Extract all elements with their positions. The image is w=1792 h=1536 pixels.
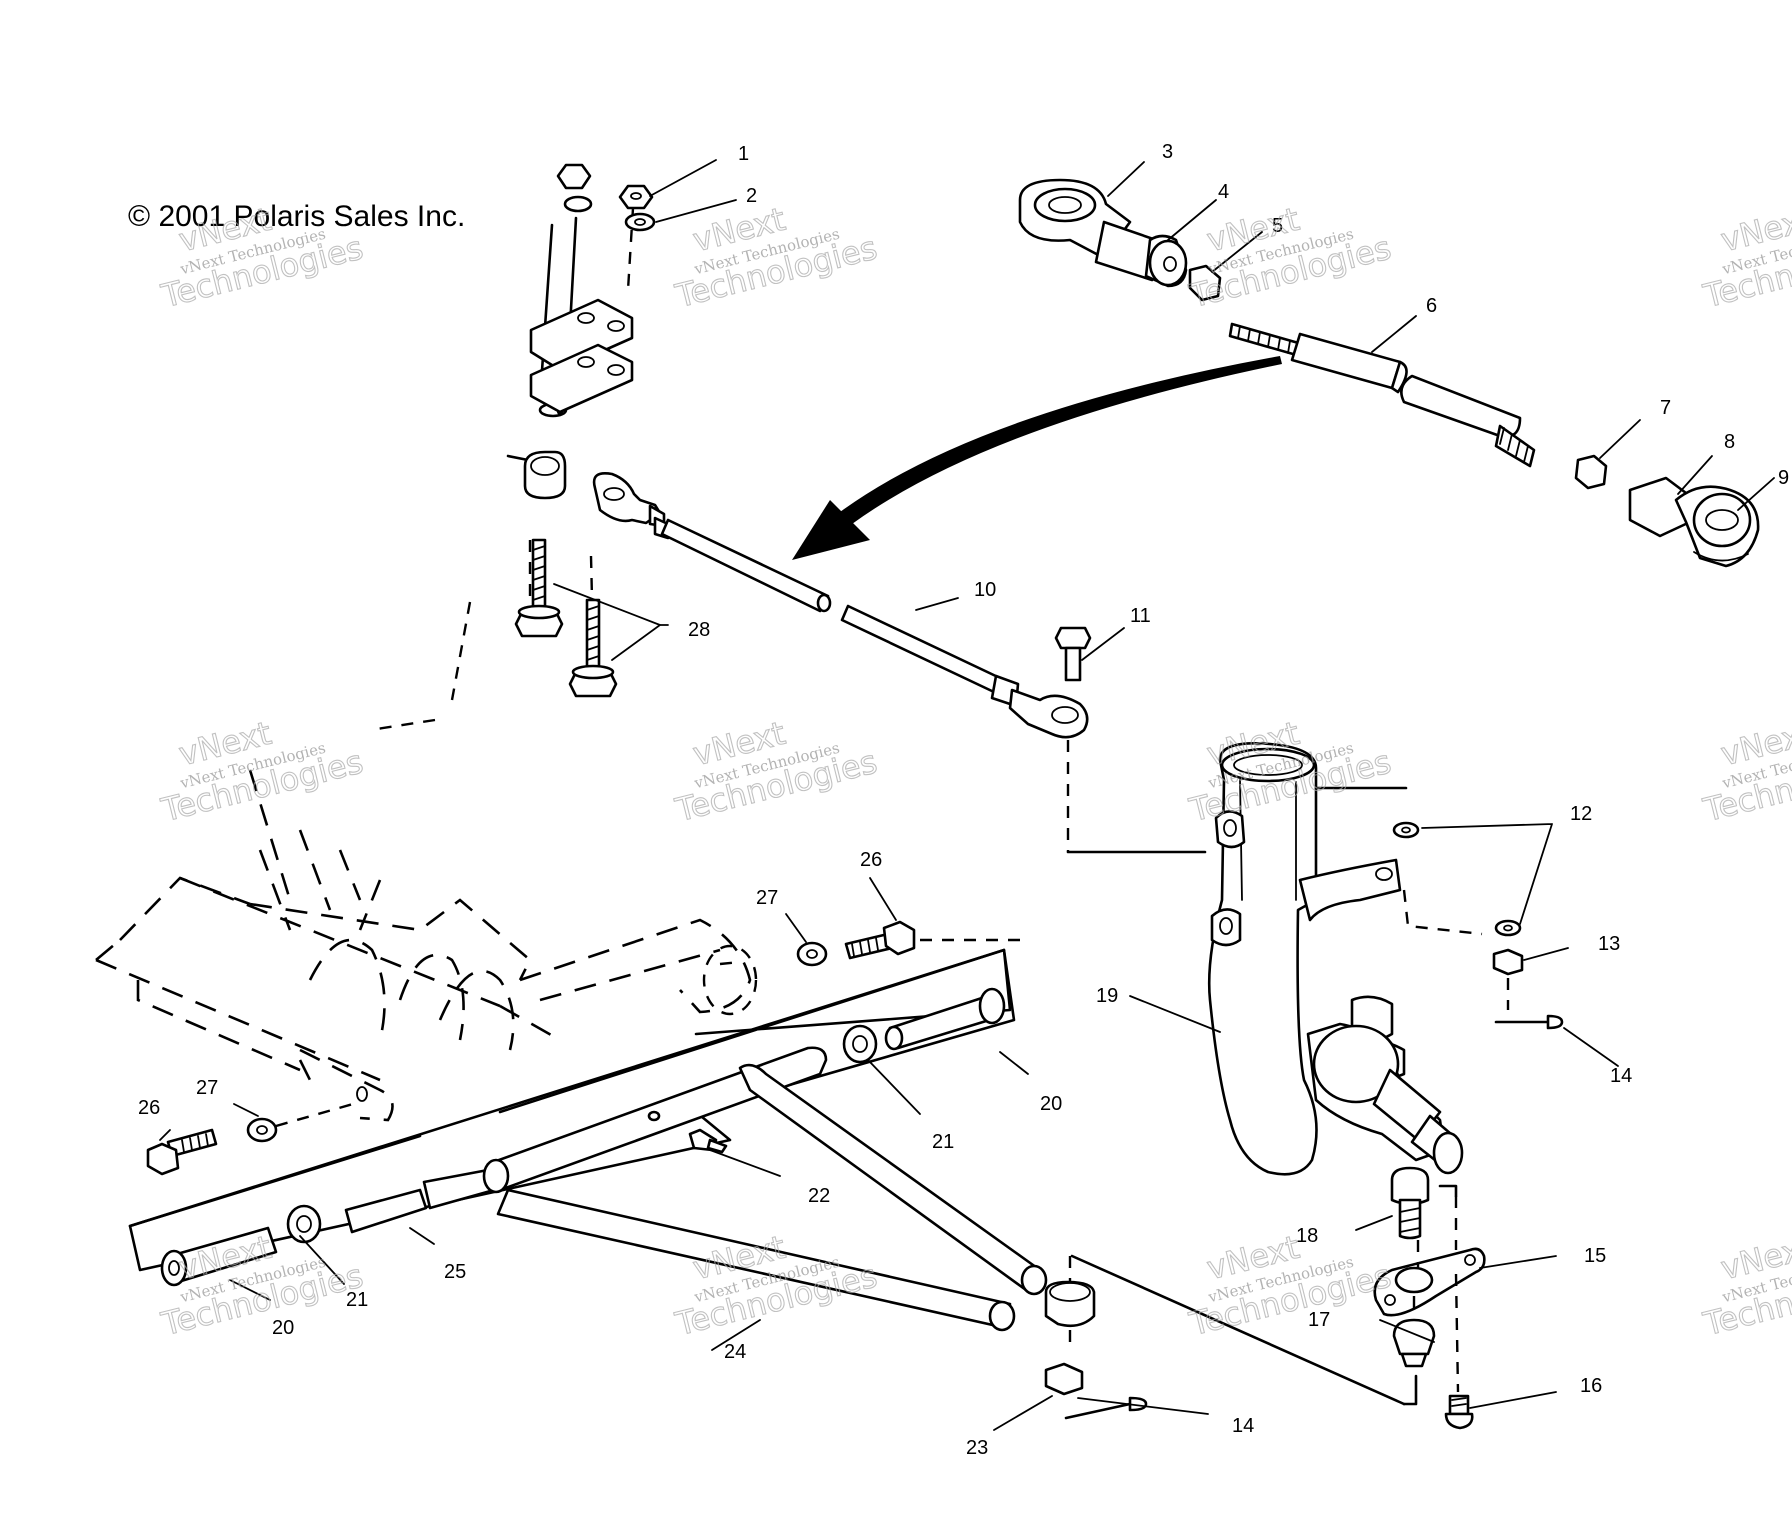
- nut-7: [1574, 454, 1608, 490]
- copyright-text: © 2001 Polaris Sales Inc.: [128, 200, 465, 233]
- adjuster-tube-6: [1228, 322, 1536, 468]
- callout-25: 25: [444, 1261, 466, 1283]
- callout-22: 22: [808, 1185, 830, 1207]
- washer-21-right: [842, 1024, 878, 1064]
- callout-17: 17: [1308, 1309, 1330, 1331]
- callout-11: 11: [1130, 605, 1151, 627]
- callout-27-left: 27: [196, 1077, 218, 1099]
- bolt-18: [1390, 1166, 1430, 1240]
- callout-26-right: 26: [860, 849, 882, 871]
- callout-3: 3: [1162, 141, 1173, 163]
- watermark-tile: vNext vNext Technologies Technologies: [1185, 199, 1396, 316]
- bolt-11: [1054, 626, 1092, 682]
- callout-2: 2: [746, 185, 757, 207]
- callout-24: 24: [724, 1341, 746, 1363]
- callout-21-right: 21: [932, 1131, 954, 1153]
- bushing-20-left: [160, 1226, 278, 1287]
- callout-7: 7: [1660, 397, 1671, 419]
- washer-12-upper: [1392, 821, 1420, 839]
- nut-1: [618, 184, 654, 210]
- callout-15: 15: [1584, 1245, 1606, 1267]
- watermark-tile: vNext vNext Technologies Technologies: [671, 199, 882, 316]
- castle-nut-23: [1044, 1362, 1084, 1396]
- screw-16: [1444, 1394, 1474, 1430]
- watermark-tile: vNext vNext Technologies Technologies: [671, 713, 882, 830]
- frame-outline-dashed: [95, 769, 758, 1122]
- callout-10: 10: [974, 579, 996, 601]
- rod-end-8-9: [1628, 476, 1760, 568]
- cotter-pin-14-right: [1494, 1014, 1564, 1030]
- washer-27-right: [796, 941, 828, 967]
- direction-arrow: [792, 356, 1282, 560]
- washer-21-left: [286, 1204, 322, 1244]
- watermark-tile: vNext vNext Technologies Technologies: [1699, 713, 1792, 830]
- spindle-19: [1207, 742, 1483, 1176]
- washer-2: [624, 212, 656, 232]
- bolt-26-left: [146, 1128, 218, 1176]
- bracket-and-bolts-28: [369, 450, 669, 732]
- callout-18: 18: [1296, 1225, 1318, 1247]
- watermark-tile: vNext vNext Technologies Technologies: [1699, 199, 1792, 316]
- callout-28: 28: [688, 619, 710, 641]
- tie-rod-10: [592, 472, 1207, 854]
- callout-20-left: 20: [272, 1317, 294, 1339]
- ball-joint-17: [1392, 1318, 1436, 1368]
- watermark-tile: vNext vNext Technologies Technologies: [671, 1227, 882, 1344]
- grease-fitting-22: [647, 1110, 728, 1154]
- callout-1: 1: [738, 143, 749, 165]
- callout-8: 8: [1724, 431, 1735, 453]
- callout-14-right: 14: [1610, 1065, 1632, 1087]
- leader-lines: [159, 159, 1775, 1431]
- callout-20-right: 20: [1040, 1093, 1062, 1115]
- callout-9: 9: [1778, 467, 1789, 489]
- callout-21-left: 21: [346, 1289, 368, 1311]
- ball-joint-housing: [1044, 1280, 1096, 1328]
- castle-nut-13: [1492, 948, 1524, 976]
- callout-4: 4: [1218, 181, 1229, 203]
- callout-5: 5: [1272, 215, 1283, 237]
- bolt-26-right: [844, 920, 916, 960]
- ball-joint-plate-15: [1373, 1247, 1486, 1317]
- callout-numbers: 1 2 3 4 5 6 7 8 9 10 11 12 13 14 15 16 1…: [138, 141, 1789, 1459]
- callout-6: 6: [1426, 295, 1437, 317]
- washer-12-lower: [1494, 919, 1522, 937]
- cotter-pin-14-lower: [1064, 1396, 1148, 1420]
- bushing-20-right: [884, 987, 1006, 1051]
- callout-23: 23: [966, 1437, 988, 1459]
- steering-post-assembly: [529, 163, 656, 418]
- callout-13: 13: [1598, 933, 1620, 955]
- callout-27-right: 27: [756, 887, 778, 909]
- bolt-28-lower: [568, 598, 618, 698]
- callout-19: 19: [1096, 985, 1118, 1007]
- watermark-tile: vNext vNext Technologies Technologies: [1699, 1227, 1792, 1344]
- callout-16: 16: [1580, 1375, 1602, 1397]
- nut-5: [1188, 264, 1222, 302]
- bushing-25-sleeve: [344, 1188, 428, 1234]
- a-arm-assembly: [128, 948, 1418, 1420]
- callout-12: 12: [1570, 803, 1592, 825]
- tie-rod-exploded: [1018, 178, 1760, 568]
- callout-14-lower: 14: [1232, 1415, 1254, 1437]
- washer-27-left: [246, 1117, 278, 1143]
- rod-end-3: [1018, 178, 1164, 282]
- watermark-tile: vNext vNext Technologies Technologies: [157, 713, 368, 830]
- jam-nut-4: [1144, 234, 1188, 288]
- callout-26-left: 26: [138, 1097, 160, 1119]
- bolt-28-upper: [514, 538, 564, 638]
